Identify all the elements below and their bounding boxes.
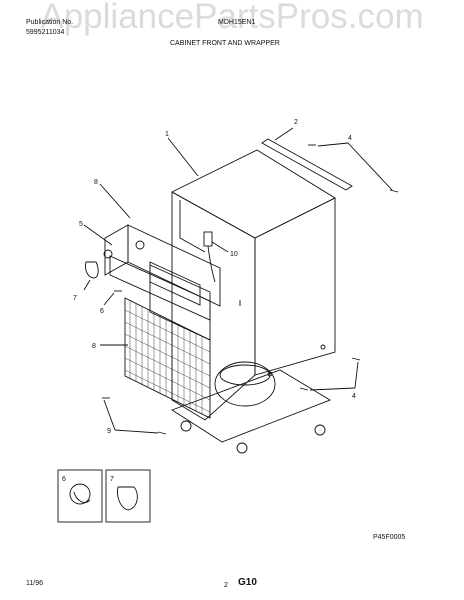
publication-label: Publication No. [26, 19, 74, 26]
cabinet-right-face [254, 197, 336, 376]
front-grille [124, 297, 211, 419]
top-rail [261, 138, 353, 191]
callout-10: 10 [230, 251, 238, 258]
model-number: MDH15EN1 [218, 19, 256, 26]
humidistat [203, 231, 213, 247]
watermark-logo: AppliancePartsPros.com [40, 0, 424, 36]
callout-9: 9 [107, 428, 111, 435]
compressor [214, 361, 276, 407]
callout-2: 2 [294, 119, 298, 126]
cabinet-left-face [171, 191, 256, 421]
callout-5: 5 [79, 221, 83, 228]
inset-box-6 [57, 469, 103, 523]
figure-code: P45F0005 [373, 534, 406, 541]
footer-page: 2 [224, 582, 228, 589]
inset-box-7 [105, 469, 151, 523]
callout-4-bottom: 4 [352, 393, 356, 400]
inset-label-7: 7 [110, 476, 114, 483]
knob [85, 261, 99, 279]
inset-label-6: 6 [62, 476, 66, 483]
section-title: CABINET FRONT AND WRAPPER [170, 40, 280, 47]
base-pan [170, 369, 332, 443]
callout-6: 6 [100, 308, 104, 315]
callout-8-top: 8 [94, 179, 98, 186]
inset-knob-7 [117, 486, 138, 511]
footer-date: 11/96 [26, 580, 43, 587]
footer-code: G10 [238, 577, 257, 588]
callout-1: 1 [165, 131, 169, 138]
callout-4-top: 4 [348, 135, 352, 142]
control-panel [127, 224, 221, 307]
callout-8-bottom: 8 [92, 343, 96, 350]
inset-knob-6 [69, 483, 91, 505]
callout-7: 7 [73, 295, 77, 302]
publication-number: 5995211034 [26, 29, 65, 36]
